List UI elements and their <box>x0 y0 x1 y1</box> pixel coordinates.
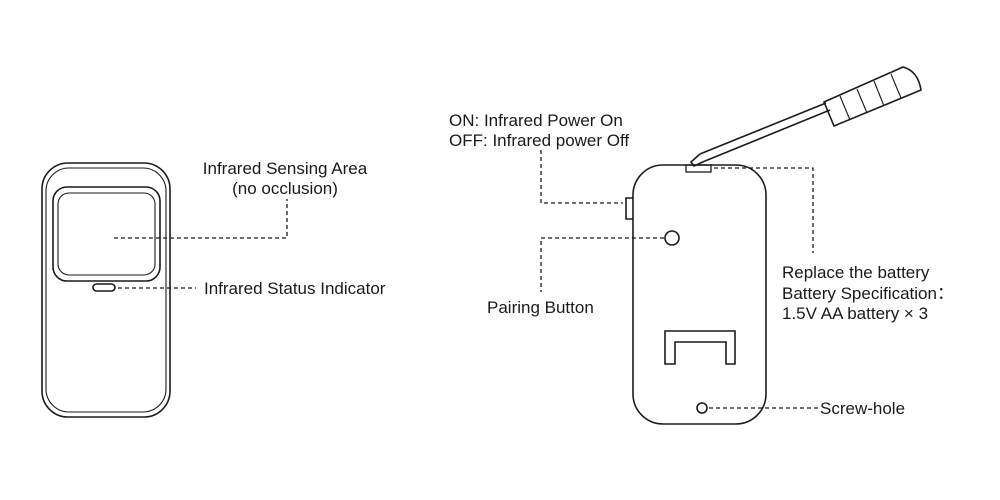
power-switch-leader-line <box>540 150 623 204</box>
screwdriver-handle-groove-4 <box>890 73 902 99</box>
front-device <box>41 162 171 418</box>
status-indicator-label: Infrared Status Indicator <box>204 279 386 298</box>
battery-leader-line <box>714 167 814 253</box>
sensing-area-leader-line <box>114 199 288 239</box>
screwdriver <box>689 66 922 167</box>
screw-hole-circle <box>696 402 708 414</box>
battery-label-line1: Replace the battery <box>782 263 930 282</box>
battery-label-line2: Battery Specification： <box>782 284 954 303</box>
screwdriver-shaft-bottom <box>704 109 831 162</box>
status-indicator-led <box>92 283 116 292</box>
pairing-button-circle <box>664 230 680 246</box>
sensing-window-outer <box>52 186 161 282</box>
screwdriver-handle-groove-2 <box>856 88 868 114</box>
sensing-area-label-line1: Infrared Sensing Area <box>202 159 368 178</box>
back-device <box>625 164 767 425</box>
screwdriver-tip <box>689 153 706 167</box>
power-switch-off-label: OFF: Infrared power Off <box>449 131 630 150</box>
screwdriver-shaft-top <box>699 102 827 155</box>
front-device-outer-shell <box>41 162 171 418</box>
front-device-inner-shell <box>45 167 167 413</box>
screw-hole-label: Screw-hole <box>820 399 906 418</box>
pairing-button-leader-line <box>540 237 664 292</box>
battery-clip-outer <box>664 330 736 365</box>
screwdriver-handle-groove-1 <box>839 95 851 121</box>
screwdriver-handle-groove-3 <box>873 80 885 107</box>
power-switch-on-label: ON: Infrared Power On <box>449 111 623 130</box>
sensing-area-label-line2: (no occlusion) <box>232 179 338 198</box>
battery-cover-slot <box>685 164 712 173</box>
sensing-window-inner <box>57 192 156 276</box>
pairing-button-label: Pairing Button <box>487 298 594 317</box>
back-device-shell <box>632 164 767 425</box>
battery-label-line3: 1.5V AA battery × 3 <box>782 304 929 323</box>
power-switch <box>625 197 633 220</box>
screwdriver-handle <box>822 66 922 128</box>
